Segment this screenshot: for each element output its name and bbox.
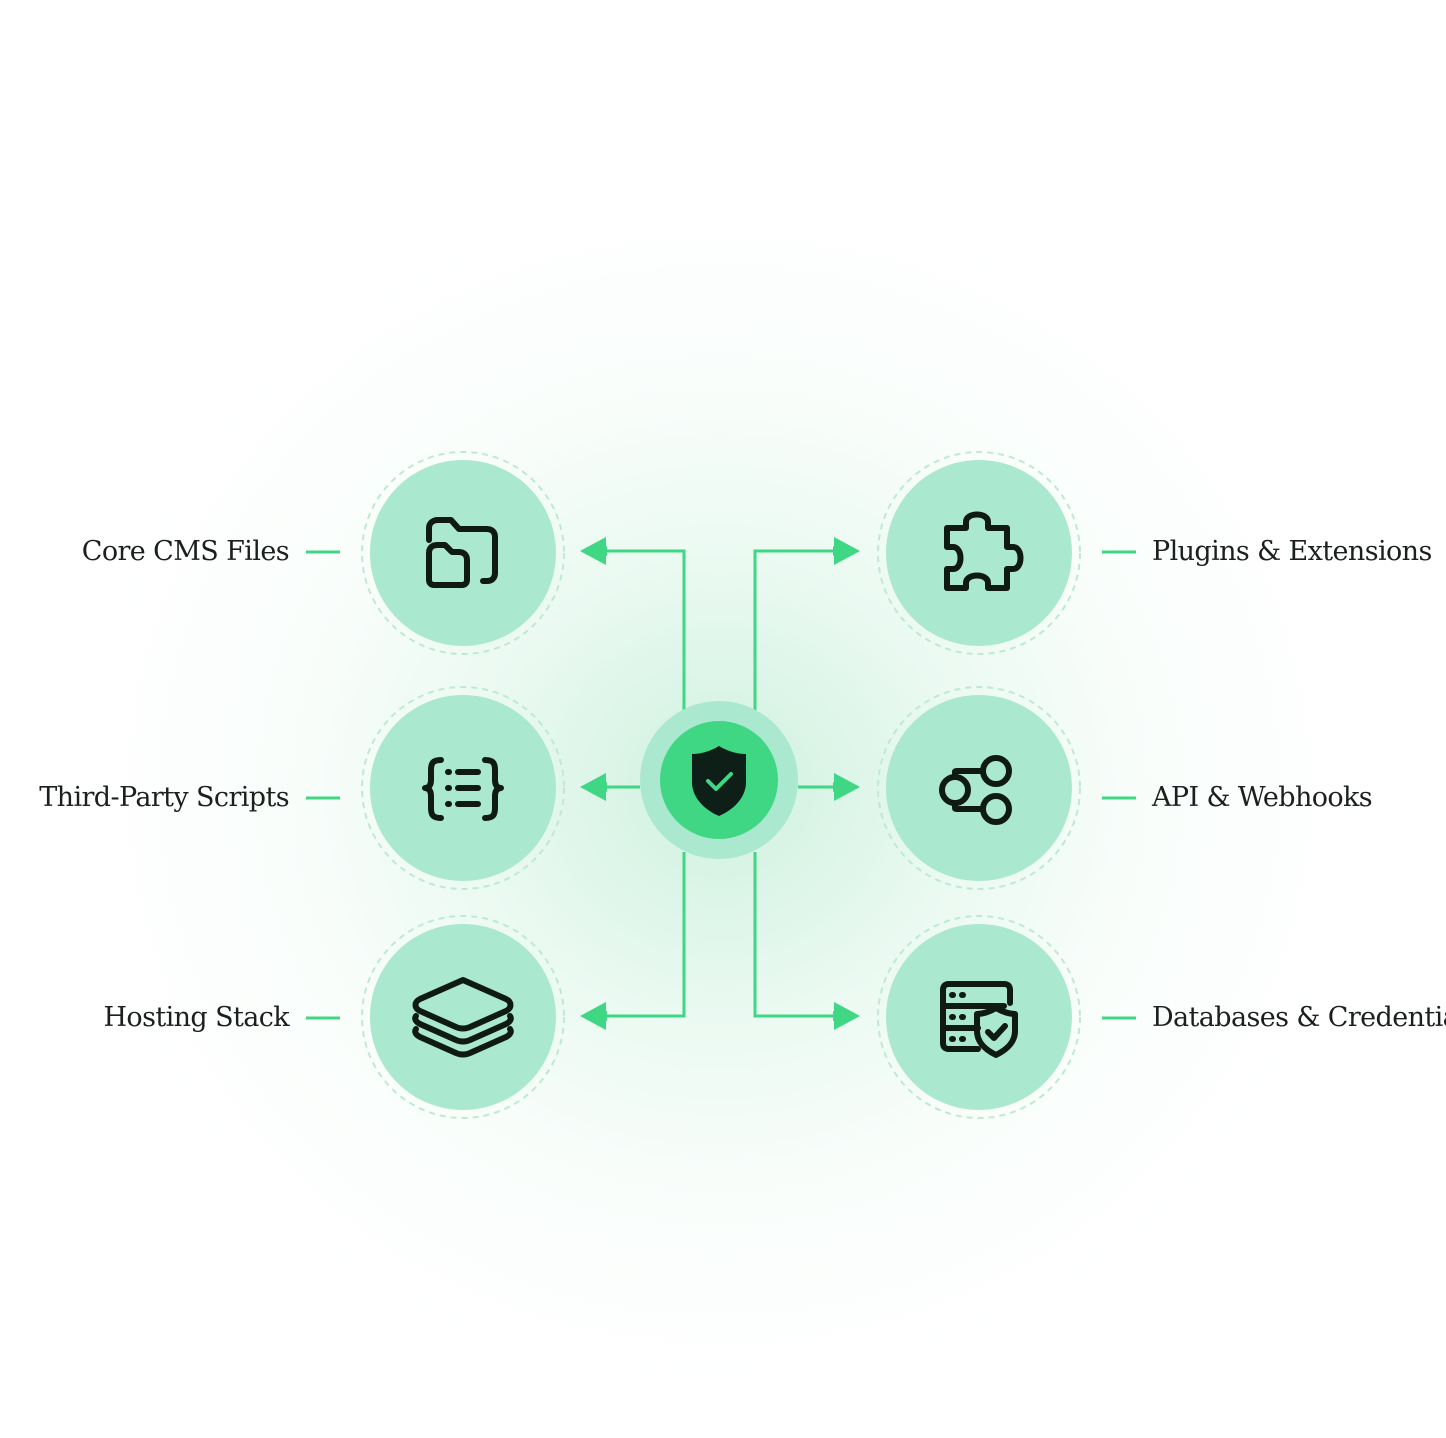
center-node	[640, 701, 798, 859]
arrowhead-hosting	[580, 1002, 606, 1030]
label-dashes	[306, 550, 1136, 1020]
puzzle-icon	[944, 511, 1024, 591]
node-hosting	[361, 915, 565, 1119]
server-shield-icon	[940, 981, 1018, 1058]
code-braces-icon	[422, 757, 504, 821]
shield-check-icon	[692, 746, 746, 816]
label-third-party-scripts: Third-Party Scripts	[39, 782, 289, 813]
webhook-icon	[939, 755, 1012, 825]
label-plugins-extensions: Plugins & Extensions	[1152, 536, 1432, 567]
arrowhead-databases	[834, 1002, 860, 1030]
layers-icon	[412, 977, 514, 1058]
label-databases-credentials: Databases & Credentials	[1152, 1002, 1446, 1033]
connectors	[597, 546, 843, 1021]
label-core-cms-files: Core CMS Files	[81, 536, 290, 567]
arrowhead-api	[834, 773, 860, 801]
folder-icon	[426, 517, 498, 588]
arrowhead-plugins	[834, 537, 860, 565]
label-hosting-stack: Hosting Stack	[103, 1002, 289, 1033]
connector-databases	[753, 852, 843, 1021]
arrowhead-core-cms	[580, 537, 606, 565]
label-api-webhooks: API & Webhooks	[1152, 782, 1373, 813]
connector-plugins	[753, 546, 843, 710]
arrowheads	[580, 537, 860, 1030]
connector-hosting	[597, 852, 686, 1021]
node-api	[877, 686, 1081, 890]
node-plugins	[877, 451, 1081, 655]
connector-core-cms	[597, 546, 686, 710]
arrowhead-third-party	[580, 773, 606, 801]
